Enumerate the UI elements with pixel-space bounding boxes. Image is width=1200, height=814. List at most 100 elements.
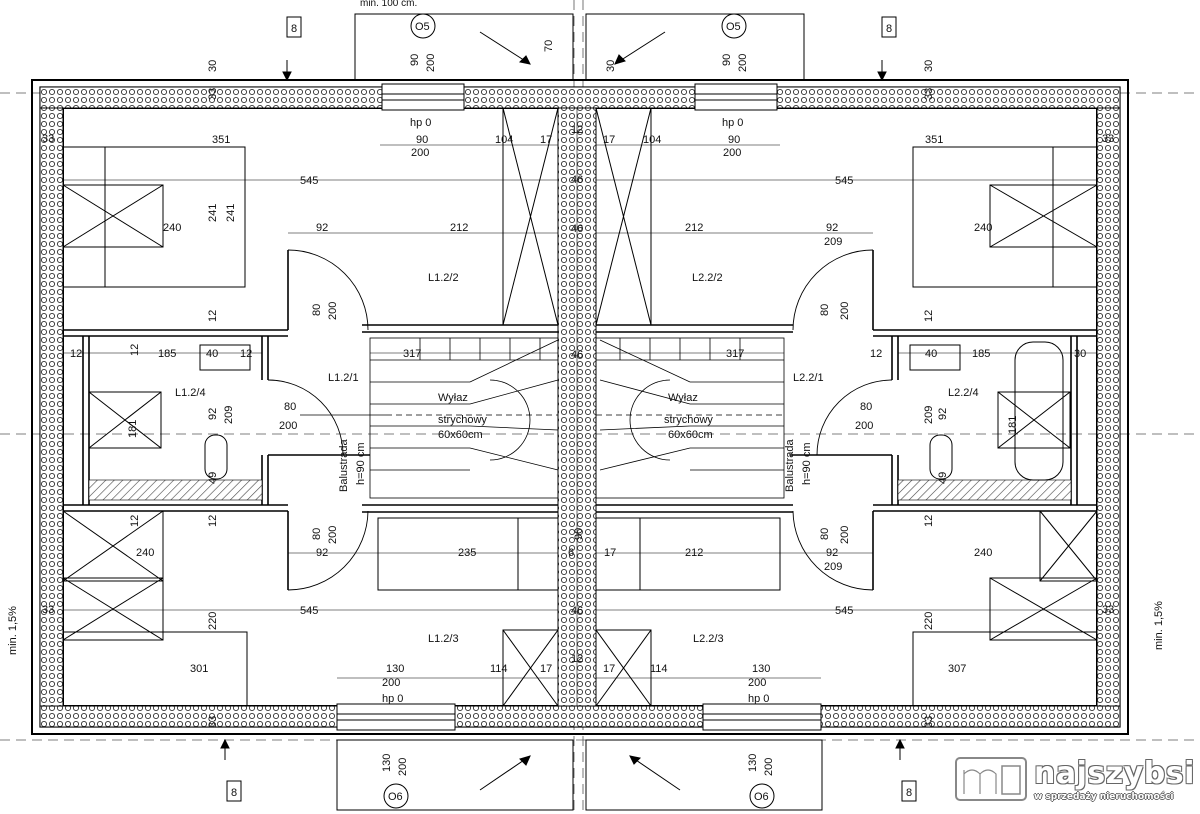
- dim-label: 200: [411, 147, 429, 159]
- dim-label: 17: [540, 134, 552, 146]
- section-markers: [220, 13, 917, 809]
- dim-label: 545: [835, 175, 853, 187]
- window-code-top-left: O5: [415, 21, 430, 33]
- dim-label: 130: [752, 663, 770, 675]
- dim-label: 30: [1074, 348, 1086, 360]
- parapet-top-left: hp 0: [410, 117, 431, 129]
- section-mark-bottom-left: 8: [231, 787, 237, 799]
- dim-label: 307: [948, 663, 966, 675]
- dim-label: 46: [571, 223, 583, 235]
- dim-label: 90: [721, 54, 733, 66]
- dim-label: 200: [839, 526, 851, 544]
- dim-label: 92: [937, 408, 949, 420]
- room-label: L1.2/1: [328, 372, 359, 384]
- dim-label: 46: [571, 174, 583, 186]
- dim-label: 80: [284, 401, 296, 413]
- dim-label: 30: [605, 60, 617, 72]
- stairs: [300, 337, 785, 499]
- dim-label: 545: [300, 605, 318, 617]
- dim-label: 80: [819, 304, 831, 316]
- room-label: L1.2/3: [428, 633, 459, 645]
- dim-label: 212: [450, 222, 468, 234]
- dim-label: 200: [839, 302, 851, 320]
- dim-label: 200: [327, 526, 339, 544]
- dim-label: 12: [571, 124, 583, 136]
- brand-logo-icon: [955, 757, 1027, 801]
- dim-label: 351: [925, 134, 943, 146]
- dim-label: 6: [568, 547, 574, 559]
- dim-label: 12: [923, 310, 935, 322]
- dim-label: 130: [747, 754, 759, 772]
- room-label: L1.2/4: [175, 387, 206, 399]
- dim-label: 200: [382, 677, 400, 689]
- dim-label: 30: [207, 60, 219, 72]
- room-label: L2.2/2: [692, 272, 723, 284]
- dim-label: 12: [129, 344, 141, 356]
- dim-label: 185: [972, 348, 990, 360]
- railing-label: Balustrada: [784, 439, 796, 492]
- dim-label: 12: [207, 310, 219, 322]
- dim-label: 200: [763, 758, 775, 776]
- dim-label: 49: [937, 472, 949, 484]
- dim-label: 33: [923, 88, 935, 100]
- dim-label: 114: [490, 663, 508, 675]
- dim-label: 12: [70, 348, 82, 360]
- parapet-top-right: hp 0: [722, 117, 743, 129]
- dim-label: 90: [416, 134, 428, 146]
- dim-label: 220: [207, 612, 219, 630]
- dim-label: 200: [397, 758, 409, 776]
- dim-label: 90: [573, 528, 585, 540]
- parapet-bottom-left: hp 0: [382, 693, 403, 705]
- furniture: [62, 107, 1098, 707]
- door-swings: [267, 249, 893, 591]
- room-label: L2.2/1: [793, 372, 824, 384]
- windows: [336, 83, 822, 731]
- attic-hatch-label: Wyłaz: [668, 392, 698, 404]
- dim-label: 200: [737, 54, 749, 72]
- slope-left: min. 1,5%: [7, 606, 19, 655]
- dim-label: 185: [158, 348, 176, 360]
- dim-label: 92: [826, 547, 838, 559]
- dim-label: 209: [824, 236, 842, 248]
- dim-label: 200: [748, 677, 766, 689]
- dim-label: 70: [543, 40, 555, 52]
- dim-label: 46: [571, 349, 583, 361]
- dim-label: 209: [923, 406, 935, 424]
- dim-label: 92: [826, 222, 838, 234]
- dim-label: 17: [603, 663, 615, 675]
- dim-label: 240: [163, 222, 181, 234]
- dim-label: 33: [207, 88, 219, 100]
- dim-label: 17: [604, 547, 616, 559]
- dim-label: 241: [207, 204, 219, 222]
- brand-watermark: najszybsi w sprzedaży nieruchomości: [950, 754, 1194, 806]
- dim-label: 12: [923, 515, 935, 527]
- dimension-lines: [63, 108, 1097, 706]
- dim-label: 12: [870, 348, 882, 360]
- dim-label: 235: [458, 547, 476, 559]
- dim-label: 90: [409, 54, 421, 66]
- interior-walls: [63, 250, 1097, 590]
- dim-label: 241: [225, 204, 237, 222]
- dim-label: 104: [643, 134, 661, 146]
- top-note: min. 100 cm.: [360, 0, 417, 9]
- dim-label: 212: [685, 222, 703, 234]
- dim-label: 130: [381, 754, 393, 772]
- dim-label: 92: [316, 222, 328, 234]
- railing-label: Balustrada: [338, 439, 350, 492]
- dim-label: 80: [311, 528, 323, 540]
- dim-label: 17: [540, 663, 552, 675]
- section-mark-top-right: 8: [886, 23, 892, 35]
- dim-label: 240: [974, 222, 992, 234]
- dim-label: 33: [207, 716, 219, 728]
- room-label: L2.2/3: [693, 633, 724, 645]
- brand-name: najszybsi: [1034, 756, 1195, 791]
- dim-label: 33: [42, 604, 54, 616]
- dim-label: 92: [316, 547, 328, 559]
- balconies: [336, 13, 823, 811]
- window-code-bottom-left: O6: [388, 791, 403, 803]
- dim-label: 33: [42, 133, 54, 145]
- dim-label: 114: [650, 663, 668, 675]
- dimension-numbers: 351 351 90 200 90 200 104 17 17 104 545 …: [42, 124, 1114, 689]
- dim-label: 200: [279, 420, 297, 432]
